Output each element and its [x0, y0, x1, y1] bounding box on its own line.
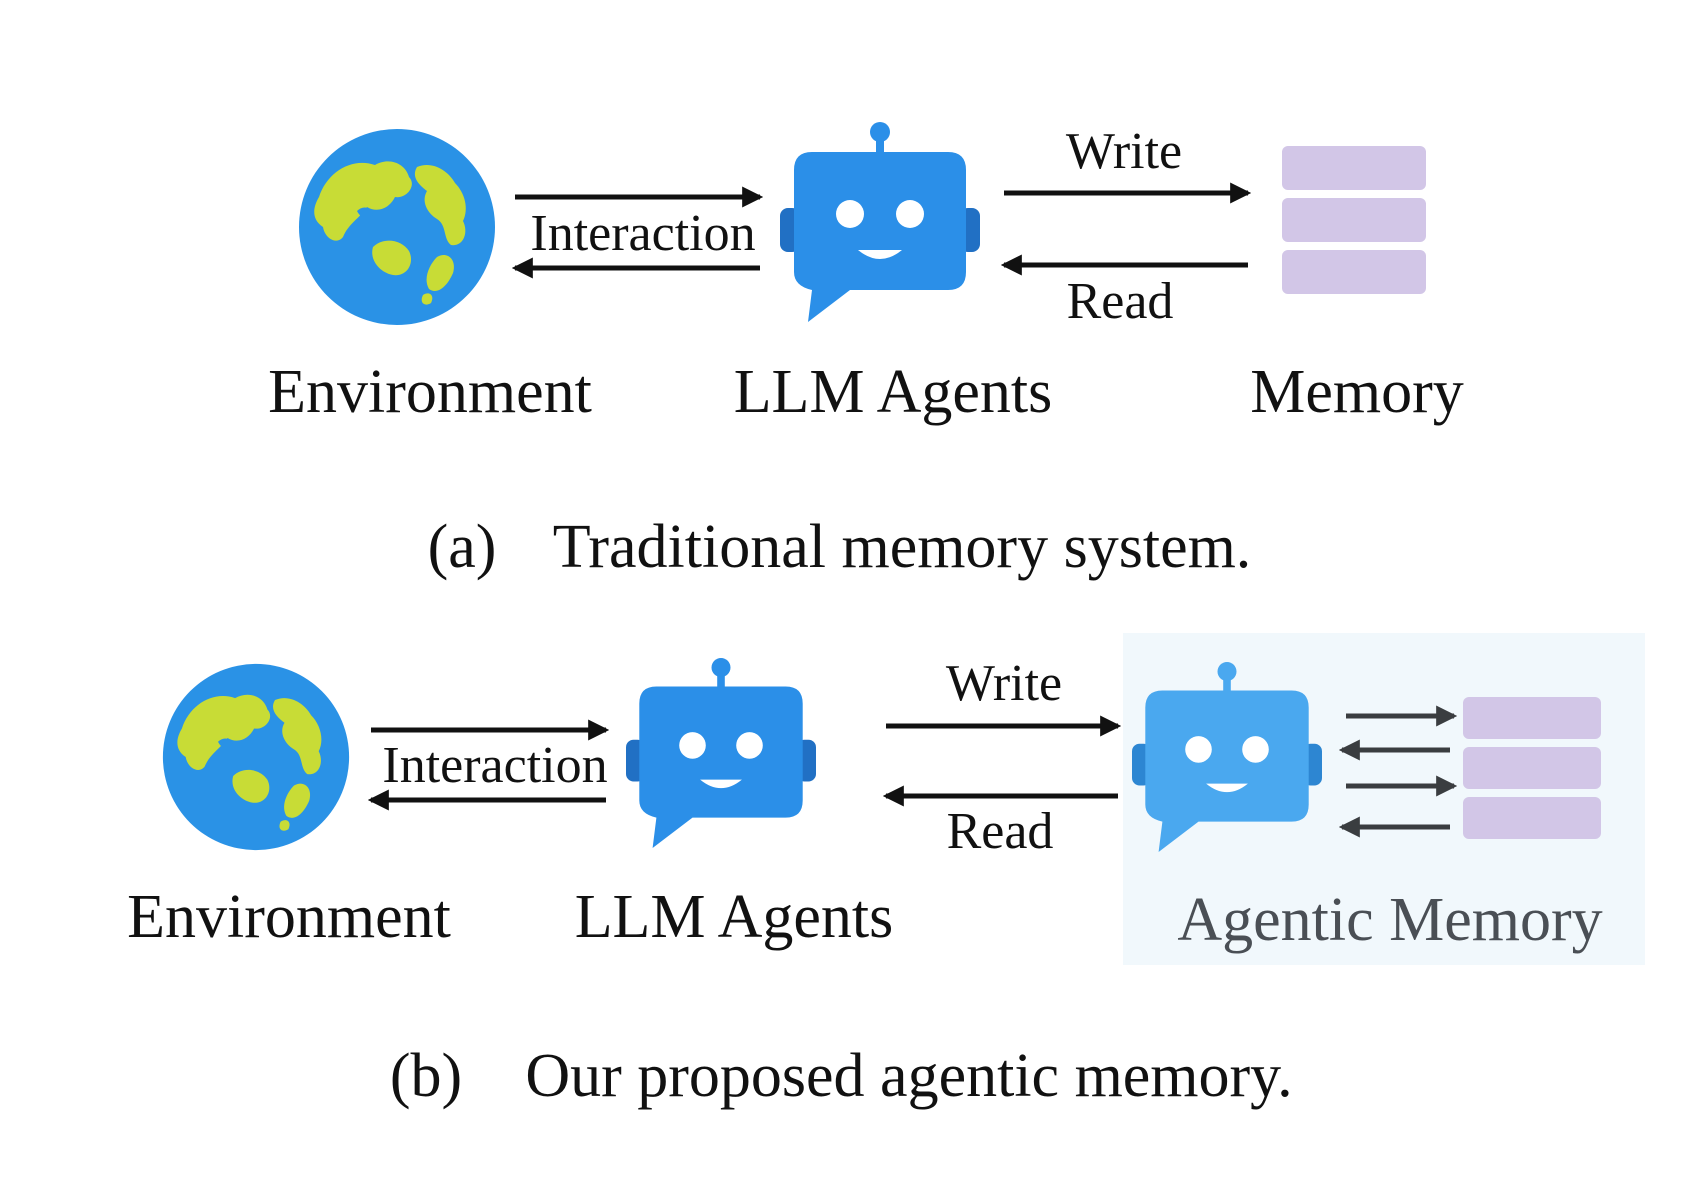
memory-block [1463, 747, 1601, 789]
panel-b: Interaction Write Read Environment LLM A… [127, 633, 1645, 1110]
panel-a: Interaction Write Read Environment LLM A… [268, 122, 1464, 581]
memory-label: Memory [1250, 358, 1464, 426]
robot-chat-icon [780, 122, 980, 322]
memory-block [1463, 797, 1601, 839]
agent-label: LLM Agents [575, 883, 894, 951]
memory-stack-icon [1463, 697, 1601, 839]
write-label: Write [946, 655, 1062, 712]
interaction-label: Interaction [530, 205, 755, 262]
memory-stack-icon [1282, 146, 1426, 294]
environment-label: Environment [268, 358, 592, 426]
globe-icon [162, 663, 350, 851]
memory-block [1282, 198, 1426, 242]
robot-chat-icon [626, 658, 816, 848]
caption-text: Traditional memory system. [553, 513, 1252, 581]
agent-label: LLM Agents [734, 358, 1053, 426]
memory-block [1282, 146, 1426, 190]
memory-block [1282, 250, 1426, 294]
write-label: Write [1066, 123, 1182, 180]
globe-icon [299, 129, 495, 325]
caption-tag: (b) [390, 1042, 462, 1110]
environment-label: Environment [127, 883, 451, 951]
memory-block [1463, 697, 1601, 739]
interaction-label: Interaction [382, 737, 607, 794]
read-label: Read [1067, 273, 1174, 330]
caption-text: Our proposed agentic memory. [525, 1042, 1292, 1110]
caption-tag: (a) [428, 513, 497, 581]
agentic-memory-label: Agentic Memory [1177, 886, 1602, 954]
read-label: Read [947, 803, 1054, 860]
